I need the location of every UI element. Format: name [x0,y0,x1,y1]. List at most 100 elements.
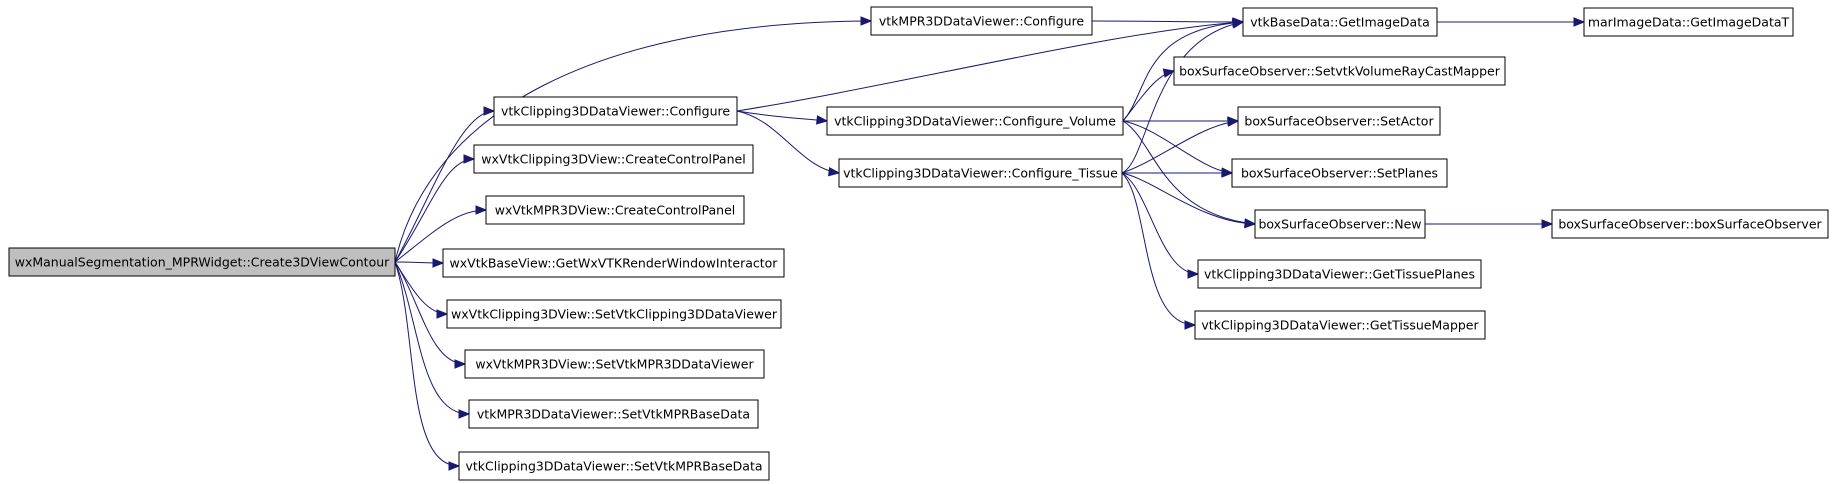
node-box[interactable] [1254,209,1426,239]
graph-node-n20[interactable]: vtkClipping3DDataViewer::GetTissueMapper [1194,310,1486,340]
node-box[interactable] [446,299,782,329]
edge-arrowhead [1227,117,1240,127]
edges-layer [394,16,1586,471]
edge-line [394,261,470,415]
edge-arrowhead [432,258,445,268]
edge-line [1121,21,1244,174]
edge-n11-n14 [1122,68,1176,122]
node-label: wxVtkBaseView::GetWxVTKRenderWindowInter… [450,256,779,271]
node-label: vtkClipping3DDataViewer::GetTissueMapper [1201,318,1479,333]
edge-line [394,261,460,467]
node-box[interactable] [1242,7,1438,37]
node-box[interactable] [826,106,1124,136]
graph-node-n3[interactable]: wxVtkClipping3DView::CreateControlPanel [473,144,754,174]
edge-n0-n7 [394,261,467,369]
node-box[interactable] [870,6,1093,36]
node-label: boxSurfaceObserver::SetPlanes [1241,166,1438,181]
graph-node-n16[interactable]: boxSurfaceObserver::SetPlanes [1231,158,1448,188]
edge-arrowhead [463,154,476,164]
edge-n2-n12 [736,110,841,177]
edge-arrowhead [436,309,449,319]
graph-node-n18[interactable]: boxSurfaceObserver::boxSurfaceObserver [1551,209,1829,239]
edge-arrowhead [1541,219,1554,229]
node-box[interactable] [1173,56,1506,86]
node-box[interactable] [1583,7,1794,37]
graph-node-n7[interactable]: wxVtkMPR3DView::SetVtkMPR3DDataViewer [464,349,765,379]
edge-arrowhead [475,205,488,215]
graph-node-n9[interactable]: vtkClipping3DDataViewer::SetVtkMPRBaseDa… [458,451,770,481]
node-box[interactable] [1194,310,1486,340]
edge-n12-n15 [1121,117,1240,174]
graph-node-n12[interactable]: vtkClipping3DDataViewer::Configure_Tissu… [838,158,1123,188]
graph-node-n19[interactable]: vtkClipping3DDataViewer::GetTissuePlanes [1197,259,1482,289]
edge-n17-n18 [1425,219,1554,229]
node-box[interactable] [1197,259,1482,289]
graph-node-n5[interactable]: wxVtkBaseView::GetWxVTKRenderWindowInter… [442,248,785,278]
graph-node-n0[interactable]: wxManualSegmentation_MPRWidget::Create3D… [8,247,396,277]
edge-arrowhead [1184,320,1197,330]
node-label: vtkBaseData::GetImageData [1250,15,1430,30]
node-box[interactable] [473,144,754,174]
node-label: boxSurfaceObserver::boxSurfaceObserver [1558,217,1822,232]
edge-line [1121,172,1196,326]
edge-n2-n11 [736,110,829,125]
node-label: vtkClipping3DDataViewer::Configure [501,104,730,119]
edge-arrowhead [458,409,471,419]
node-box[interactable] [1237,106,1441,136]
node-label: wxVtkMPR3DView::SetVtkMPR3DDataViewer [475,357,754,372]
graph-node-n2[interactable]: vtkClipping3DDataViewer::Configure [493,96,738,126]
edge-n0-n2 [394,106,496,263]
node-box[interactable] [1551,209,1829,239]
edge-n12-n17 [1121,172,1257,229]
edge-line [394,110,495,263]
node-box[interactable] [464,349,765,379]
edge-arrowhead [1573,17,1586,27]
edge-n0-n5 [394,258,445,268]
node-label: marImageData::GetImageDataT [1588,15,1790,30]
node-label: vtkClipping3DDataViewer::Configure_Tissu… [843,166,1118,181]
graph-node-n15[interactable]: boxSurfaceObserver::SetActor [1237,106,1441,136]
node-box[interactable] [485,195,745,225]
edge-line [394,261,448,315]
edge-arrowhead [1187,269,1200,279]
edge-n0-n1 [394,16,873,263]
graph-node-n6[interactable]: wxVtkClipping3DView::SetVtkClipping3DDat… [446,299,782,329]
node-box[interactable] [442,248,785,278]
edge-line [1122,21,1244,122]
edge-line [736,110,828,122]
node-label: vtkClipping3DDataViewer::Configure_Volum… [834,114,1116,129]
edge-n0-n6 [394,261,449,319]
node-box[interactable] [8,247,396,277]
graph-node-n11[interactable]: vtkClipping3DDataViewer::Configure_Volum… [826,106,1124,136]
edge-arrowhead [1231,19,1245,29]
graph-node-n10[interactable]: vtkBaseData::GetImageData [1242,7,1438,37]
node-box[interactable] [1231,158,1448,188]
node-box[interactable] [468,399,759,429]
node-label: wxVtkMPR3DView::CreateControlPanel [495,203,736,218]
graph-node-n1[interactable]: vtkMPR3DDataViewer::Configure [870,6,1093,36]
edge-arrowhead [448,461,461,471]
edge-n0-n8 [394,261,471,419]
edge-line [394,20,872,263]
node-label: wxManualSegmentation_MPRWidget::Create3D… [15,255,390,270]
edge-arrowhead [483,106,496,116]
graph-node-n13[interactable]: marImageData::GetImageDataT [1583,7,1794,37]
graph-node-n14[interactable]: boxSurfaceObserver::SetvtkVolumeRayCastM… [1173,56,1506,86]
edge-line [1121,172,1256,225]
node-label: boxSurfaceObserver::SetvtkVolumeRayCastM… [1179,64,1501,79]
edge-n12-n20 [1121,172,1197,330]
edge-arrowhead [454,359,467,369]
edge-line [1122,70,1175,122]
graph-node-n17[interactable]: boxSurfaceObserver::New [1254,209,1426,239]
edge-line [1122,120,1233,174]
node-box[interactable] [838,158,1123,188]
edge-n11-n15 [1123,116,1240,126]
node-label: vtkMPR3DDataViewer::SetVtkMPRBaseData [477,407,750,422]
graph-node-n8[interactable]: vtkMPR3DDataViewer::SetVtkMPRBaseData [468,399,759,429]
edge-line [1122,120,1256,225]
node-box[interactable] [493,96,738,126]
graph-node-n4[interactable]: wxVtkMPR3DView::CreateControlPanel [485,195,745,225]
node-box[interactable] [458,451,770,481]
node-label: vtkMPR3DDataViewer::Configure [879,14,1085,29]
